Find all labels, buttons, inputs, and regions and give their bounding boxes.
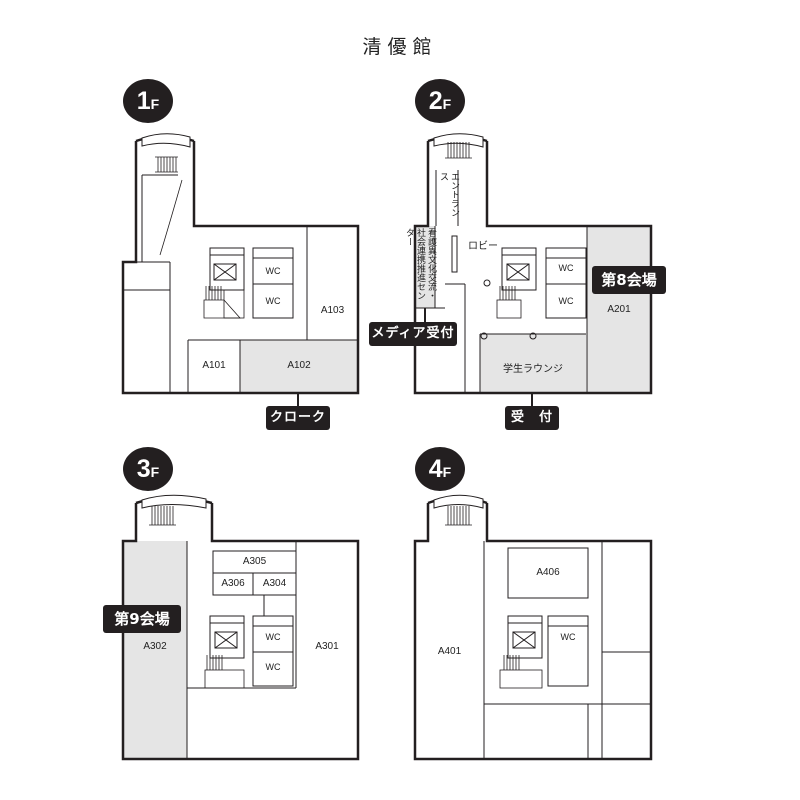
floor-suffix: F (150, 96, 160, 112)
plan-4f (413, 494, 653, 761)
room-label-a201: A201 (607, 304, 631, 315)
room-label-a406: A406 (536, 567, 560, 578)
floor-badge-1f: 1F (123, 79, 173, 123)
floor-number: 1 (136, 87, 151, 115)
restroom-label: WC (265, 296, 281, 306)
room-label-a302: A302 (143, 641, 167, 652)
venue-label-9: 第9会場 (103, 605, 181, 633)
restroom-label: WC (265, 266, 281, 276)
room-a201-shade (587, 226, 651, 393)
floor-badge-3f: 3F (123, 447, 173, 491)
restroom-label: WC (558, 296, 574, 306)
restroom-label: WC (558, 263, 574, 273)
plan-1f (121, 133, 360, 395)
student-lounge-shade (480, 334, 586, 393)
callout-cloak: クローク (266, 406, 330, 430)
room-label-a304: A304 (262, 578, 287, 589)
room-label-a306: A306 (221, 578, 245, 589)
room-label-student-lounge: 学生ラウンジ (503, 364, 563, 375)
entrance-label: エントランス (438, 172, 459, 217)
callout-media-reception: メディア受付 (369, 322, 457, 346)
building-title: 清優館 (362, 36, 438, 58)
room-a102-shade (240, 340, 358, 392)
floor-suffix: F (442, 464, 452, 480)
floor-badge-4f: 4F (415, 447, 465, 491)
center-shade (415, 226, 435, 308)
room-a302-shade (123, 541, 187, 759)
room-label-a103: A103 (320, 305, 345, 316)
room-label-a301: A301 (315, 641, 339, 652)
restroom-label: WC (560, 632, 576, 642)
callout-reception: 受 付 (505, 406, 559, 430)
floor-number: 2 (428, 87, 443, 115)
room-label-a101: A101 (202, 360, 226, 371)
floor-number: 3 (136, 455, 151, 483)
floor-suffix: F (150, 464, 160, 480)
room-label-lobby: ロビー (468, 241, 498, 252)
room-label-a102: A102 (287, 360, 311, 371)
floor-number: 4 (428, 455, 443, 483)
plan-3f (121, 494, 360, 761)
center-label: 看護異文化交流・社会連携推進センター (404, 228, 436, 300)
venue-label-8: 第8会場 (592, 266, 666, 294)
restroom-label: WC (265, 662, 281, 672)
restroom-label: WC (265, 632, 281, 642)
plan-2f (413, 133, 653, 395)
floor-suffix: F (442, 96, 452, 112)
room-label-a401: A401 (437, 646, 462, 657)
room-label-a305: A305 (242, 556, 267, 567)
floor-badge-2f: 2F (415, 79, 465, 123)
